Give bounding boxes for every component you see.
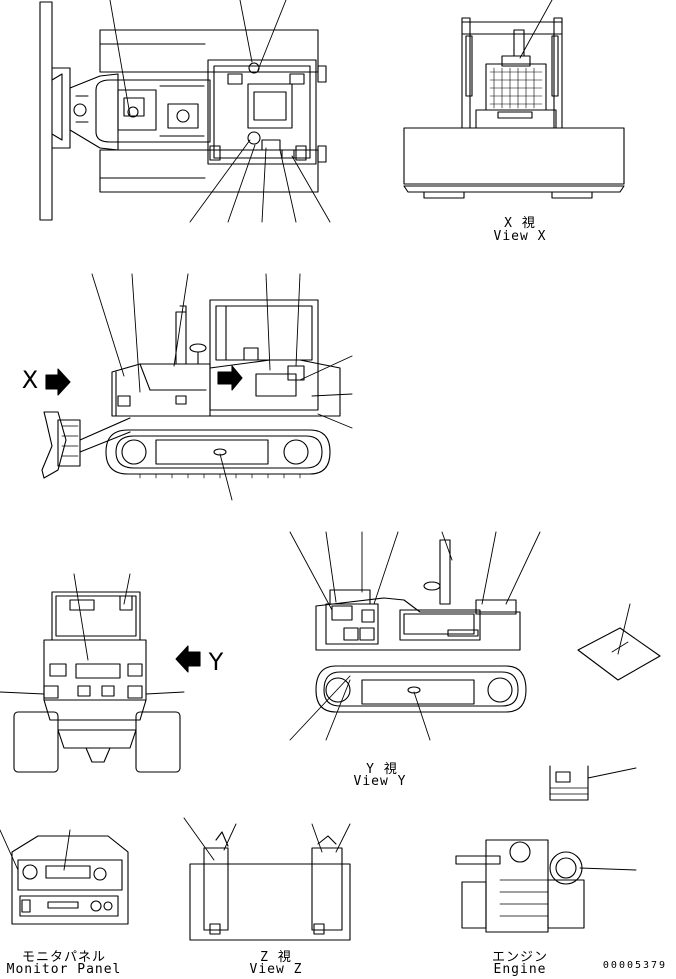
x-arrow-marker [45,368,71,396]
view-y-drawing [289,531,541,741]
view-y-label-jp: Y 視 [366,762,398,777]
engine-drawing [455,839,637,933]
document-number: 00005379 [602,960,668,971]
rear-view [0,573,185,773]
y-arrow-label: Y [208,648,224,676]
decal-detail [577,603,661,681]
view-x-drawing [403,0,625,199]
view-z-label-jp: Z 視 [260,950,292,965]
view-x-label-en: View X [493,229,547,244]
view-x-label-jp: X 視 [504,216,536,231]
monitor-panel-drawing [0,829,129,925]
view-y-label-en: View Y [353,774,407,789]
side-view [41,273,353,501]
y-arrow-marker [175,645,201,673]
monitor-panel-label-en: Monitor Panel [6,962,122,977]
engine-label-en: Engine [493,962,547,977]
x-arrow-label: X [21,366,39,394]
monitor-panel-label-jp: モニタパネル [21,950,106,965]
top-view [39,0,331,223]
engine-label-jp: エンジン [491,950,548,965]
view-z-drawing [183,817,351,941]
box-detail [549,765,637,801]
view-z-label-en: View Z [249,962,303,977]
